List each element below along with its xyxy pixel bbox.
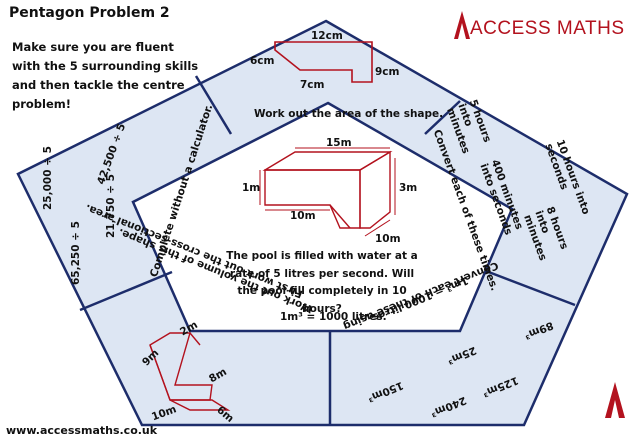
access-maths-logo-icon: [454, 11, 470, 39]
top-instruction: Work out the area of the shape.: [254, 108, 444, 120]
corner-logo-icon: [605, 382, 625, 418]
pool-prism: [262, 150, 393, 229]
centre-dim-deep: 3m: [399, 182, 418, 194]
centre-dim-bottom: 10m: [290, 210, 316, 222]
l-prism: [149, 332, 231, 411]
left-problem-4: 65,250 ÷ 5: [70, 221, 82, 285]
centre-problem: The pool is filled with water at a rate …: [226, 250, 418, 315]
left-problem-3: 21,750 ÷ 5: [105, 174, 117, 238]
footer-url[interactable]: www.accessmaths.co.uk: [6, 424, 158, 437]
top-dim-right: 9cm: [375, 66, 400, 78]
top-shape: [274, 41, 373, 83]
access-maths-logo: ACCESS MATHS: [470, 18, 625, 39]
centre-fact: 1m³ = 1000 litres.: [280, 311, 387, 323]
top-dim-left: 6cm: [250, 55, 275, 67]
left-problem-1: 25,000 ÷ 5: [42, 146, 54, 210]
inner-pentagon: [131, 101, 514, 333]
centre-dim-shallow: 1m: [242, 182, 261, 194]
centre-dim-length: 15m: [326, 137, 352, 149]
top-dim-bottom: 7cm: [300, 79, 325, 91]
top-dim-top: 12cm: [311, 30, 343, 42]
page-title: Pentagon Problem 2: [9, 5, 170, 21]
intro-text: Make sure you are fluent with the 5 surr…: [12, 40, 199, 111]
centre-dim-width: 10m: [375, 233, 401, 245]
